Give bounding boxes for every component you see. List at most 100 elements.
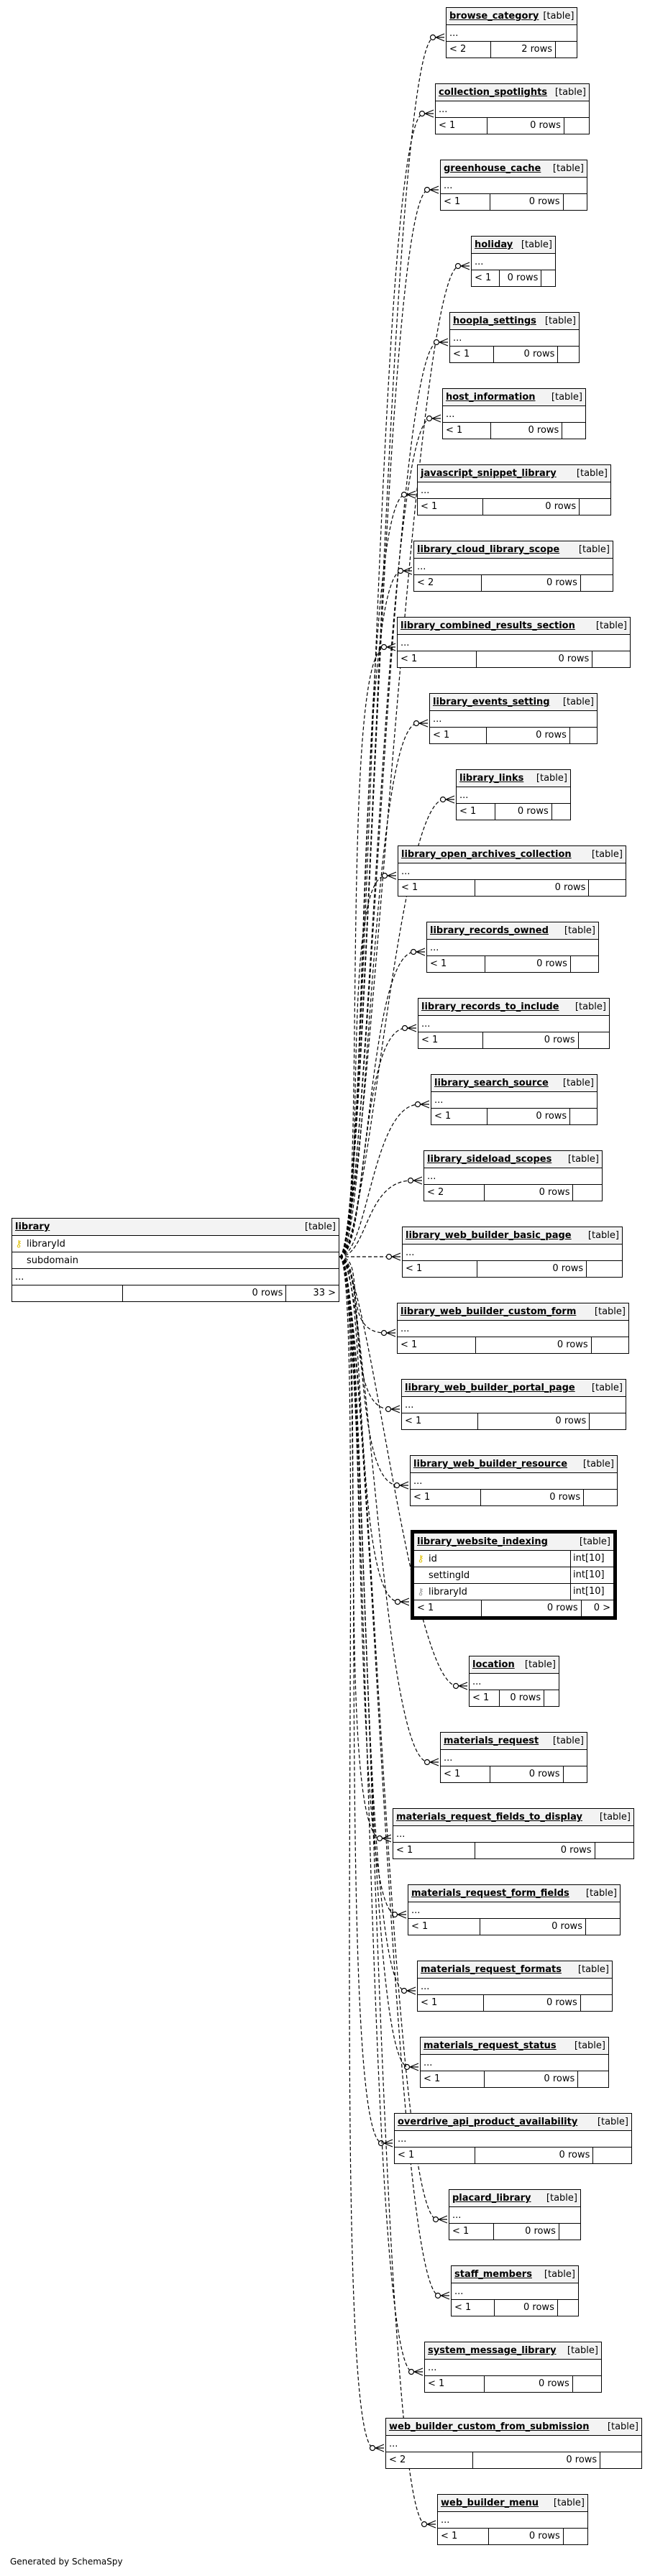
table-name[interactable]: library — [15, 1221, 50, 1232]
parents-count[interactable]: < 1 — [431, 1109, 488, 1124]
parents-count[interactable]: < 1 — [470, 1690, 500, 1706]
table-library-web-builder-basic-page[interactable]: library_web_builder_basic_page[table]...… — [402, 1227, 623, 1278]
table-header[interactable]: library_web_builder_basic_page[table] — [403, 1227, 622, 1244]
parents-count[interactable]: < 1 — [450, 347, 494, 362]
table-name[interactable]: materials_request_fields_to_display — [396, 1812, 582, 1823]
parents-count[interactable]: < 2 — [386, 2452, 473, 2468]
parents-count[interactable]: < 1 — [398, 880, 476, 896]
table-name[interactable]: library_search_source — [434, 1078, 549, 1088]
table-header[interactable]: library_records_to_include[table] — [418, 999, 609, 1015]
table-header[interactable]: holiday[table] — [472, 237, 555, 253]
table-name[interactable]: materials_request_form_fields — [411, 1888, 569, 1899]
table-header[interactable]: library_cloud_library_scope[table] — [414, 541, 613, 558]
table-name[interactable]: library_combined_results_section — [400, 620, 575, 631]
parents-count[interactable]: < 1 — [430, 728, 487, 743]
parents-count[interactable]: < 1 — [441, 194, 491, 210]
parents-count[interactable]: < 1 — [418, 499, 484, 515]
parents-count[interactable]: < 1 — [436, 118, 488, 134]
table-web-builder-custom-from-submission[interactable]: web_builder_custom_from_submission[table… — [385, 2418, 642, 2469]
table-header[interactable]: library_events_setting[table] — [430, 694, 597, 710]
parents-count[interactable]: < 1 — [443, 423, 492, 439]
table-name[interactable]: system_message_library — [428, 2345, 557, 2356]
parents-count[interactable]: < 1 — [421, 2071, 485, 2087]
table-header[interactable]: library_sideload_scopes[table] — [424, 1151, 602, 1168]
table-library-web-builder-custom-form[interactable]: library_web_builder_custom_form[table]..… — [397, 1303, 629, 1354]
table-name[interactable]: library_records_owned — [430, 925, 549, 936]
table-name[interactable]: placard_library — [452, 2193, 531, 2204]
children-count[interactable]: 33 > — [313, 1288, 336, 1298]
table-name[interactable]: materials_request_formats — [421, 1964, 562, 1975]
parents-count[interactable]: < 1 — [403, 1261, 477, 1277]
parents-count[interactable]: < 1 — [441, 1766, 491, 1782]
table-header[interactable]: materials_request_form_fields[table] — [408, 1885, 620, 1902]
table-library[interactable]: library [table] ⚷ libraryId subdomain ..… — [12, 1218, 339, 1302]
parents-count[interactable]: < 1 — [408, 1919, 480, 1935]
parents-count[interactable]: < 1 — [438, 2529, 489, 2544]
parents-count[interactable]: < 1 — [395, 2148, 475, 2163]
table-name[interactable]: library_events_setting — [433, 697, 550, 707]
table-name[interactable]: library_web_builder_portal_page — [405, 1383, 575, 1393]
table-header[interactable]: materials_request[table] — [441, 1733, 587, 1749]
children-count[interactable]: 0 > — [593, 1603, 610, 1613]
table-header[interactable]: library_web_builder_resource[table] — [411, 1456, 617, 1472]
table-header[interactable]: materials_request_fields_to_display[tabl… — [393, 1809, 633, 1825]
table-name[interactable]: staff_members — [454, 2269, 532, 2280]
table-name[interactable]: library_links — [459, 773, 524, 784]
table-header[interactable]: library [table] — [12, 1219, 339, 1235]
table-name[interactable]: library_records_to_include — [421, 1001, 559, 1012]
table-header[interactable]: web_builder_menu[table] — [438, 2495, 587, 2511]
table-name[interactable]: hoopla_settings — [453, 316, 536, 326]
table-overdrive-api-product-availability[interactable]: overdrive_api_product_availability[table… — [394, 2113, 632, 2164]
parents-count[interactable]: < 2 — [447, 42, 491, 58]
table-name[interactable]: browse_category — [449, 11, 539, 22]
table-library-cloud-library-scope[interactable]: library_cloud_library_scope[table]...< 2… — [413, 541, 613, 592]
table-library-combined-results-section[interactable]: library_combined_results_section[table].… — [397, 617, 631, 668]
parents-count[interactable]: < 1 — [402, 1413, 478, 1429]
table-header[interactable]: materials_request_status[table] — [421, 2038, 608, 2054]
table-name[interactable]: library_web_builder_custom_form — [400, 1306, 577, 1317]
parents-count[interactable]: < 1 — [427, 956, 485, 972]
parents-count[interactable]: < 2 — [414, 575, 482, 591]
table-header[interactable]: library_website_indexing[table] — [414, 1534, 613, 1550]
table-header[interactable]: library_records_owned[table] — [427, 922, 598, 939]
table-header[interactable]: greenhouse_cache[table] — [441, 160, 587, 177]
table-name[interactable]: materials_request_status — [424, 2040, 557, 2051]
table-header[interactable]: library_web_builder_portal_page[table] — [402, 1380, 626, 1396]
table-header[interactable]: browse_category[table] — [447, 8, 577, 24]
parents-count[interactable]: < 1 — [425, 2376, 485, 2392]
parents-count[interactable]: < 2 — [424, 1185, 485, 1201]
table-header[interactable]: collection_spotlights[table] — [436, 84, 589, 101]
parents-count[interactable]: < 1 — [398, 651, 477, 667]
table-header[interactable]: library_open_archives_collection[table] — [398, 846, 626, 863]
table-header[interactable]: overdrive_api_product_availability[table… — [395, 2114, 631, 2130]
parents-count[interactable]: < 1 — [414, 1600, 482, 1616]
table-name[interactable]: library_website_indexing — [417, 1536, 548, 1547]
table-library-open-archives-collection[interactable]: library_open_archives_collection[table].… — [398, 845, 626, 897]
table-name[interactable]: collection_spotlights — [439, 87, 548, 98]
table-name[interactable]: javascript_snippet_library — [421, 468, 557, 479]
table-name[interactable]: web_builder_custom_from_submission — [389, 2421, 590, 2432]
table-library-web-builder-portal-page[interactable]: library_web_builder_portal_page[table]..… — [401, 1379, 626, 1430]
parents-count[interactable]: < 1 — [449, 2224, 494, 2240]
table-header[interactable]: javascript_snippet_library[table] — [418, 465, 610, 482]
parents-count[interactable]: < 1 — [472, 270, 500, 286]
table-header[interactable]: library_combined_results_section[table] — [398, 618, 630, 634]
table-header[interactable]: library_links[table] — [457, 770, 570, 787]
parents-count[interactable]: < 1 — [393, 1843, 475, 1858]
table-name[interactable]: materials_request — [444, 1736, 539, 1746]
parents-count[interactable]: < 1 — [452, 2300, 495, 2316]
parents-count[interactable]: < 1 — [457, 804, 495, 820]
